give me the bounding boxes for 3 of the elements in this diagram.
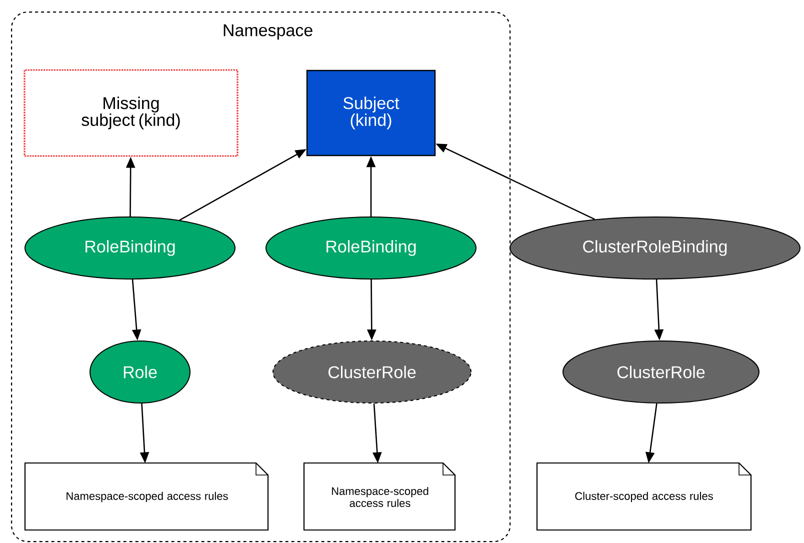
subject-box: Subject (kind) — [306, 70, 436, 156]
missing-subject-box: Missing subject (kind) — [24, 69, 238, 157]
namespace-title: Namespace — [224, 24, 312, 40]
